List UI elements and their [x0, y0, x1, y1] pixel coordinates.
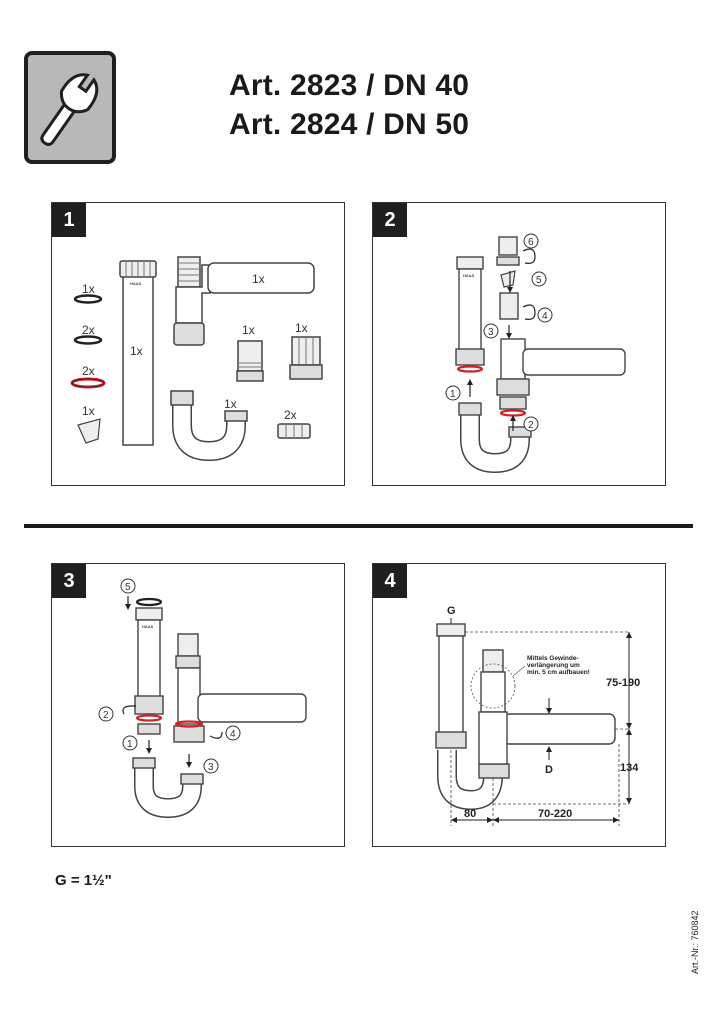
step-2-panel: 2 HAAS 1 2 3 4 5 6: [372, 202, 666, 486]
extension-note-line-2: verlängerung um: [527, 662, 580, 669]
dim-80: 80: [464, 808, 476, 820]
step-2-callout-5: 5: [536, 275, 542, 286]
step-1-parts-illustration: 1x 2x 2x 1x HAAS 1x 1x 1x 1x: [70, 256, 323, 462]
tube: [122, 272, 154, 446]
extension-note-line-1: Mittels Gewinde-: [527, 655, 579, 662]
step-3-callout-4: 4: [230, 729, 236, 740]
tube-count: 1x: [130, 344, 143, 358]
wrench-icon: [24, 51, 116, 164]
step-1-number: 1: [52, 203, 86, 237]
step-2-callout-2: 2: [528, 420, 534, 431]
dim-70-220: 70-220: [538, 808, 572, 820]
seal-black-2: [73, 335, 103, 345]
dim-134: 134: [620, 762, 639, 774]
step-2-assembly-illustration: HAAS 1 2 3 4 5 6: [445, 233, 626, 474]
svg-text:HAAS: HAAS: [142, 624, 154, 629]
nut-piece-count: 1x: [295, 321, 308, 335]
extension-note-line-3: min. 5 cm aufbauen!: [527, 669, 590, 676]
g-label: G: [447, 605, 456, 617]
step-3-callout-5: 5: [125, 582, 131, 593]
step-2-callout-3: 3: [488, 327, 494, 338]
seal-black-1-count: 1x: [82, 282, 95, 296]
nipple: [237, 340, 263, 372]
dim-75-190: 75-190: [606, 677, 640, 689]
thread-size-note: G = 1½": [55, 872, 112, 889]
step-4-number: 4: [373, 564, 407, 598]
title-line-1: Art. 2823 / DN 40: [229, 69, 470, 102]
nuts-count: 2x: [284, 408, 297, 422]
step-2-callout-4: 4: [542, 311, 548, 322]
svg-text:HAAS: HAAS: [463, 273, 475, 278]
branch-pipe-count: 1x: [252, 272, 265, 286]
valve-flap-count: 1x: [82, 404, 95, 418]
d-label: D: [545, 764, 553, 776]
tube-brand-mark: HAAS: [130, 281, 142, 286]
step-3-callout-2: 2: [103, 710, 109, 721]
seal-black-2-count: 2x: [82, 323, 95, 337]
seal-black-1: [73, 294, 103, 304]
step-4-dimensions-illustration: G Mittels Gewinde- verlängerung um min. …: [435, 605, 640, 826]
step-2-number: 2: [373, 203, 407, 237]
step-4-panel: 4 G Mittels Gewinde- verlängerung um min…: [372, 563, 666, 847]
step-3-callout-3: 3: [208, 762, 214, 773]
page-title: Art. 2823 / DN 40 Art. 2824 / DN 50: [229, 66, 469, 144]
valve-flap: [77, 418, 101, 444]
step-3-panel: 3 HAAS 5 2 1 4 3: [51, 563, 345, 847]
u-bend-count: 1x: [224, 397, 237, 411]
step-2-callout-6: 6: [528, 237, 534, 248]
u-bend: [173, 401, 245, 460]
section-divider: [24, 524, 693, 528]
step-3-number: 3: [52, 564, 86, 598]
step-1-panel: 1 1x 2x 2x 1x HAAS 1x 1x 1x 1x: [51, 202, 345, 486]
step-3-callout-1: 1: [127, 739, 133, 750]
title-line-2: Art. 2824 / DN 50: [229, 108, 470, 141]
step-3-assembly-illustration: HAAS 5 2 1 4 3: [98, 578, 307, 819]
step-2-callout-1: 1: [450, 389, 456, 400]
nipple-count: 1x: [242, 323, 255, 337]
article-number: Art.-Nr.: 760842: [690, 910, 700, 974]
seal-red-count: 2x: [82, 364, 95, 378]
